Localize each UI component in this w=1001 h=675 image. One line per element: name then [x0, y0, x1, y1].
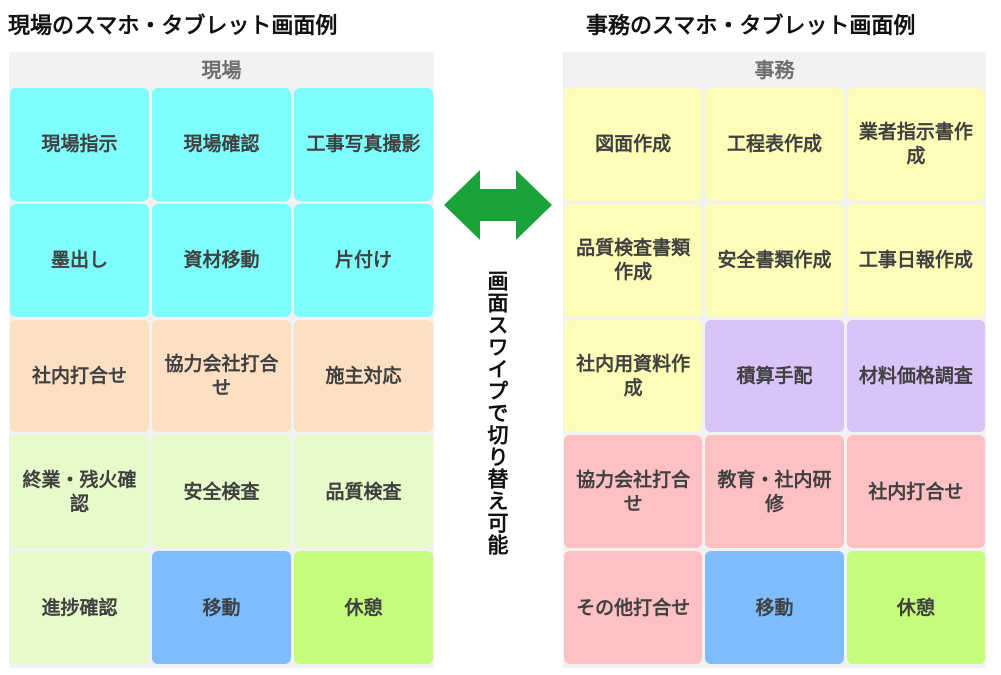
tile-button[interactable]: 協力会社打合せ	[564, 435, 703, 549]
tile-button[interactable]: 協力会社打合せ	[152, 319, 291, 433]
tile-button[interactable]: 工事日報作成	[846, 203, 985, 317]
tile-button[interactable]: 品質検査書類作成	[564, 203, 703, 317]
office-tile-grid: 図面作成工程表作成業者指示書作成品質検査書類作成安全書類作成工事日報作成社内用資…	[563, 88, 986, 666]
tile-button[interactable]: 社内打合せ	[10, 319, 149, 433]
tile-button[interactable]: 終業・残火確認	[10, 435, 149, 549]
right-heading: 事務のスマホ・タブレット画面例	[586, 14, 916, 39]
tile-button[interactable]: 工事写真撮影	[294, 88, 433, 201]
tile-button[interactable]: 業者指示書作成	[846, 88, 985, 201]
tile-button[interactable]: 片付け	[294, 203, 433, 317]
tile-button[interactable]: 品質検査	[294, 435, 433, 549]
tile-button[interactable]: 安全書類作成	[705, 203, 844, 317]
tile-button[interactable]: 墨出し	[10, 203, 149, 317]
tile-button[interactable]: 教育・社内研修	[705, 435, 844, 549]
tile-button[interactable]: 安全検査	[152, 435, 291, 549]
office-screen-header: 事務	[754, 58, 795, 82]
tile-button[interactable]: 休憩	[846, 551, 985, 664]
tile-button[interactable]: 社内打合せ	[846, 435, 985, 549]
tile-button[interactable]: 休憩	[294, 551, 433, 664]
left-heading: 現場のスマホ・タブレット画面例	[8, 14, 338, 39]
tile-button[interactable]: その他打合せ	[564, 551, 703, 664]
tile-button[interactable]: 移動	[152, 551, 291, 664]
tile-button[interactable]: 材料価格調査	[846, 319, 985, 433]
swipe-note: 画面スワイプで切り替え可能	[485, 270, 509, 556]
tile-button[interactable]: 社内用資料作成	[564, 319, 703, 433]
double-arrow-icon	[444, 170, 552, 240]
site-screen-panel: 現場 現場指示現場確認工事写真撮影墨出し資材移動片付け社内打合せ協力会社打合せ施…	[9, 52, 434, 668]
tile-button[interactable]: 工程表作成	[705, 88, 844, 201]
tile-button[interactable]: 施主対応	[294, 319, 433, 433]
site-tile-grid: 現場指示現場確認工事写真撮影墨出し資材移動片付け社内打合せ協力会社打合せ施主対応…	[9, 88, 434, 666]
site-screen-header: 現場	[201, 58, 242, 82]
tile-button[interactable]: 図面作成	[564, 88, 703, 201]
tile-button[interactable]: 資材移動	[152, 203, 291, 317]
tile-button[interactable]: 移動	[705, 551, 844, 664]
tile-button[interactable]: 進捗確認	[10, 551, 149, 664]
tile-button[interactable]: 現場確認	[152, 88, 291, 201]
office-screen-panel: 事務 図面作成工程表作成業者指示書作成品質検査書類作成安全書類作成工事日報作成社…	[563, 52, 986, 668]
tile-button[interactable]: 現場指示	[10, 88, 149, 201]
tile-button[interactable]: 積算手配	[705, 319, 844, 433]
